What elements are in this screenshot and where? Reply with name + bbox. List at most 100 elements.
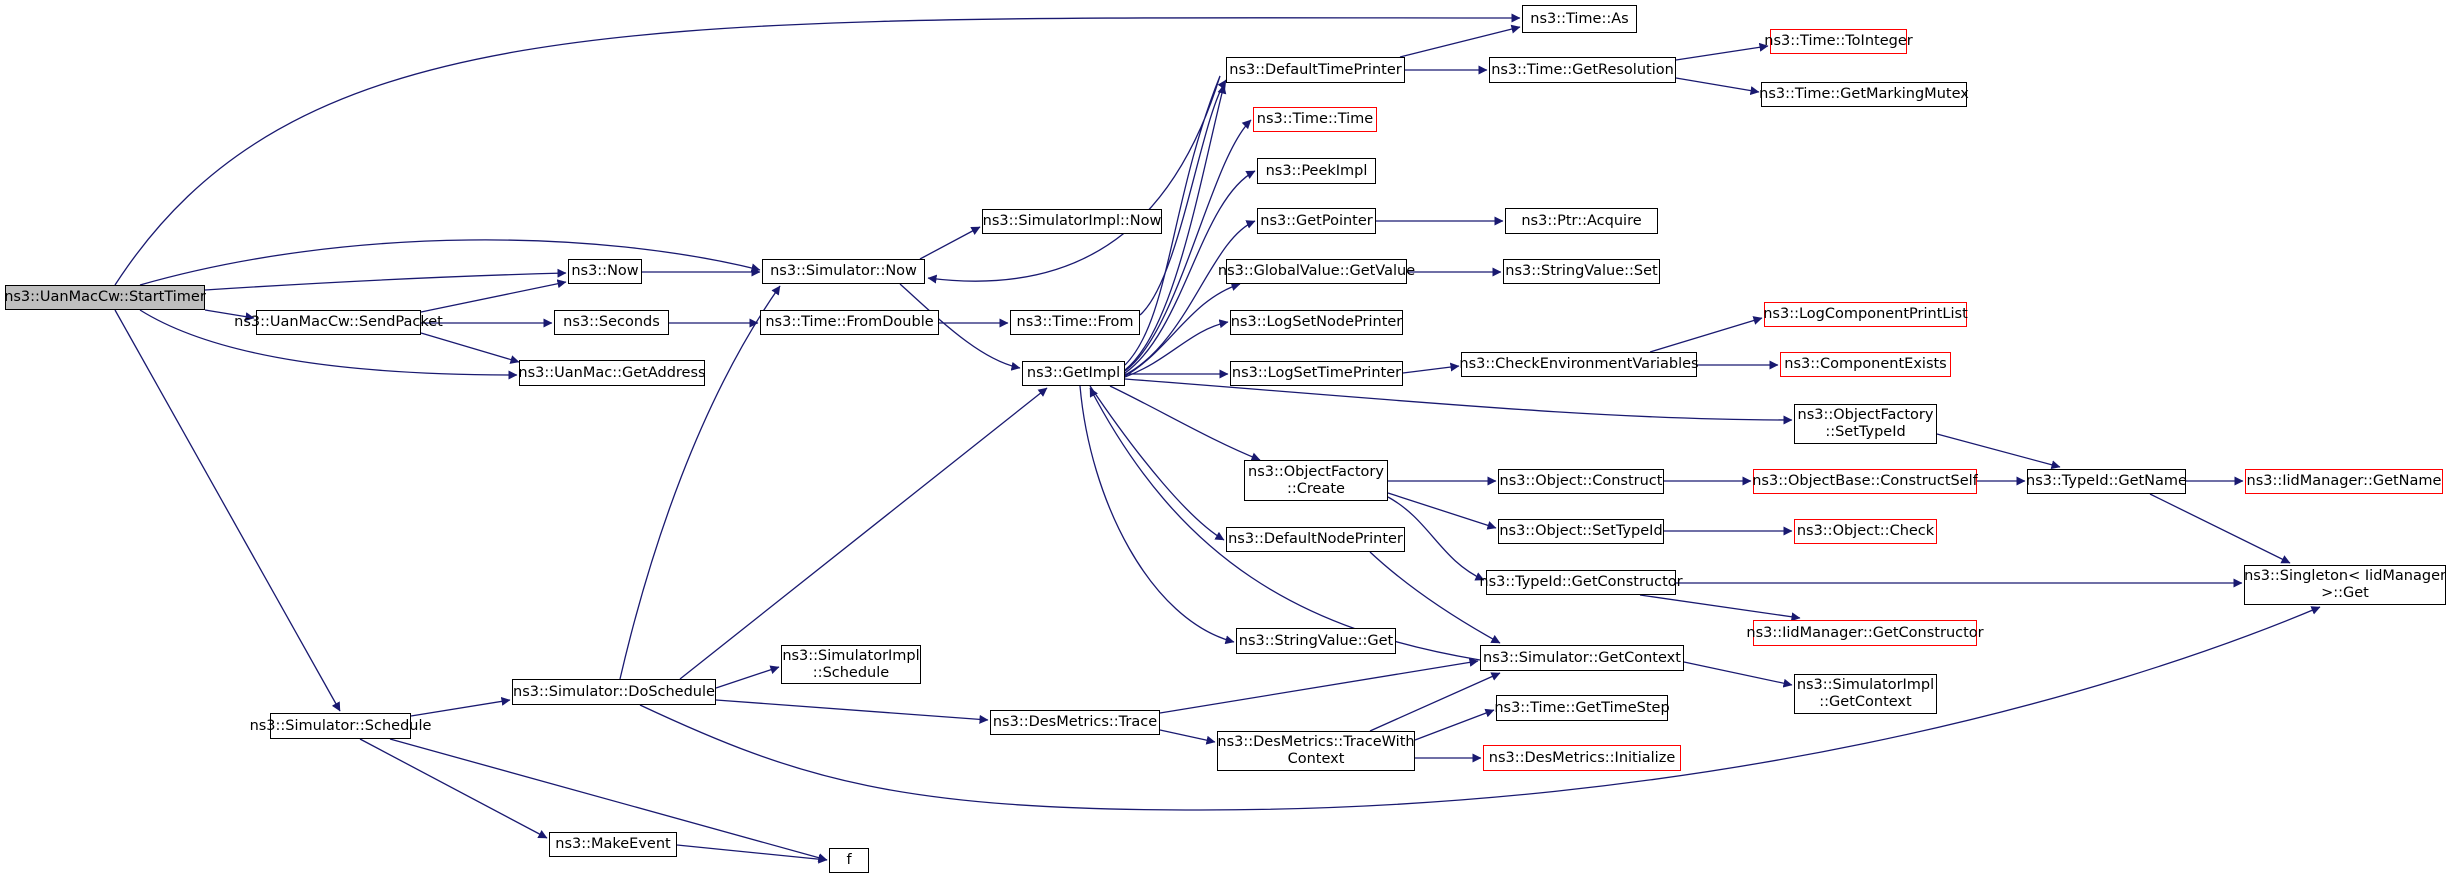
edge-type-id-get-name-to-singleton-get: [2149, 493, 2291, 564]
node-object-factory-create[interactable]: ns3::ObjectFactory::Create: [1244, 460, 1388, 501]
node-string-value-get[interactable]: ns3::StringValue::Get: [1236, 628, 1396, 654]
node-component-exists[interactable]: ns3::ComponentExists: [1780, 352, 1951, 377]
node-label: ns3::Time::As: [1530, 10, 1629, 27]
node-time-from[interactable]: ns3::Time::From: [1010, 310, 1140, 335]
edge-simulator-get-context-to-get-impl: [1089, 387, 1481, 661]
node-time-from-double[interactable]: ns3::Time::FromDouble: [760, 310, 939, 335]
edge-get-impl-to-global-value-get-value: [1124, 282, 1241, 377]
node-time-get-time-step[interactable]: ns3::Time::GetTimeStep: [1494, 695, 1670, 721]
node-simulator-impl-now[interactable]: ns3::SimulatorImpl::Now: [982, 209, 1162, 234]
node-get-impl[interactable]: ns3::GetImpl: [1022, 361, 1125, 386]
node-time-time[interactable]: ns3::Time::Time: [1253, 107, 1377, 132]
node-object-check[interactable]: ns3::Object::Check: [1794, 519, 1937, 544]
node-now[interactable]: ns3::Now: [568, 259, 642, 284]
node-type-id-get-name[interactable]: ns3::TypeId::GetName: [2026, 469, 2187, 494]
node-simulator-impl-schedule[interactable]: ns3::SimulatorImpl::Schedule: [781, 645, 921, 684]
node-make-event[interactable]: ns3::MakeEvent: [549, 832, 677, 857]
node-log-component-print-list[interactable]: ns3::LogComponentPrintList: [1763, 302, 1968, 327]
node-time-get-marking-mutex[interactable]: ns3::Time::GetMarkingMutex: [1759, 82, 1969, 107]
node-label: ns3::IidManager::GetConstructor: [1746, 624, 1984, 641]
edge-simulator-do-schedule-to-get-impl: [679, 387, 1048, 680]
node-global-value-get-value[interactable]: ns3::GlobalValue::GetValue: [1218, 259, 1415, 284]
edge-send-packet-to-now: [420, 279, 567, 313]
node-object-set-type-id[interactable]: ns3::Object::SetTypeId: [1498, 519, 1664, 544]
node-label: ns3::ObjectFactory: [1248, 463, 1384, 480]
node-label: ns3::DesMetrics::TraceWith: [1217, 734, 1415, 750]
node-get-address[interactable]: ns3::UanMac::GetAddress: [518, 360, 706, 386]
node-label: ns3::StringValue::Set: [1505, 263, 1658, 279]
node-time-to-integer[interactable]: ns3::Time::ToInteger: [1764, 29, 1913, 54]
edge-log-set-time-printer-to-check-environment-variables: [1402, 362, 1460, 374]
node-default-node-printer[interactable]: ns3::DefaultNodePrinter: [1226, 527, 1405, 552]
node-send-packet[interactable]: ns3::UanMacCw::SendPacket: [234, 310, 443, 335]
edge-start-timer-to-send-packet: [204, 309, 255, 322]
node-label: ns3::TypeId::GetConstructor: [1479, 574, 1683, 590]
node-time-get-resolution[interactable]: ns3::Time::GetResolution: [1489, 57, 1676, 83]
edge-default-node-printer-to-simulator-get-context: [1369, 551, 1501, 644]
edge-get-impl-to-default-node-printer: [1089, 385, 1225, 541]
node-label: ns3::Simulator::Schedule: [249, 717, 432, 734]
node-label: ns3::DefaultTimePrinter: [1229, 61, 1402, 78]
node-iid-manager-get-constructor[interactable]: ns3::IidManager::GetConstructor: [1746, 620, 1984, 646]
node-label: ns3::Object::SetTypeId: [1499, 523, 1663, 539]
edge-object-factory-create-to-type-id-get-constructor: [1387, 496, 1485, 581]
node-simulator-do-schedule[interactable]: ns3::Simulator::DoSchedule: [512, 679, 716, 705]
node-log-set-time-printer[interactable]: ns3::LogSetTimePrinter: [1230, 361, 1403, 386]
node-log-set-node-printer[interactable]: ns3::LogSetNodePrinter: [1230, 310, 1403, 335]
edge-des-metrics-trace-to-des-metrics-trace-with-context: [1159, 729, 1216, 745]
node-label: ::Create: [1287, 480, 1345, 497]
edge-time-get-resolution-to-time-get-marking-mutex: [1675, 77, 1760, 96]
node-des-metrics-trace[interactable]: ns3::DesMetrics::Trace: [990, 710, 1160, 735]
edge-get-impl-to-object-factory-create: [1109, 385, 1261, 462]
node-f[interactable]: f: [829, 848, 869, 873]
node-type-id-get-constructor[interactable]: ns3::TypeId::GetConstructor: [1479, 570, 1683, 595]
node-label: ns3::Time::GetTimeStep: [1494, 699, 1670, 716]
node-label: ns3::CheckEnvironmentVariables: [1459, 356, 1699, 372]
edge-simulator-do-schedule-to-simulator-now: [619, 285, 781, 680]
node-time-as[interactable]: ns3::Time::As: [1522, 5, 1637, 33]
node-object-factory-set-type-id[interactable]: ns3::ObjectFactory::SetTypeId: [1794, 404, 1937, 444]
node-des-metrics-initialize[interactable]: ns3::DesMetrics::Initialize: [1483, 745, 1681, 771]
node-label: ns3::SimulatorImpl: [1796, 677, 1935, 693]
node-label: ns3::Simulator::GetContext: [1483, 649, 1681, 666]
edge-start-timer-to-time-as: [114, 13, 1521, 286]
node-label: ns3::Time::Time: [1256, 111, 1374, 127]
node-singleton-get[interactable]: ns3::Singleton< IidManager>::Get: [2244, 565, 2446, 605]
node-label: >::Get: [2321, 585, 2369, 601]
node-simulator-impl-get-context[interactable]: ns3::SimulatorImpl::GetContext: [1794, 674, 1937, 714]
edge-type-id-get-constructor-to-iid-manager-get-constructor: [1639, 594, 1801, 622]
node-label: f: [846, 852, 852, 868]
node-label: ns3::ComponentExists: [1784, 356, 1947, 372]
edge-des-metrics-trace-to-simulator-get-context: [1159, 657, 1479, 714]
node-default-time-printer[interactable]: ns3::DefaultTimePrinter: [1226, 57, 1405, 83]
node-seconds[interactable]: ns3::Seconds: [554, 310, 669, 335]
node-label: ns3::GetPointer: [1260, 212, 1373, 229]
edge-get-impl-to-time-time: [1124, 119, 1252, 372]
node-iid-manager-get-name[interactable]: ns3::IidManager::GetName: [2245, 469, 2443, 494]
node-label: ns3::StringValue::Get: [1238, 632, 1394, 649]
node-peek-impl[interactable]: ns3::PeekImpl: [1257, 158, 1376, 184]
node-label: ns3::TypeId::GetName: [2026, 473, 2187, 489]
edge-get-impl-to-peek-impl: [1124, 170, 1256, 374]
node-simulator-get-context[interactable]: ns3::Simulator::GetContext: [1480, 645, 1684, 671]
node-get-pointer[interactable]: ns3::GetPointer: [1257, 208, 1376, 234]
edge-start-timer-to-simulator-now: [139, 239, 761, 286]
node-object-construct[interactable]: ns3::Object::Construct: [1498, 469, 1664, 494]
node-ptr-acquire[interactable]: ns3::Ptr::Acquire: [1505, 208, 1658, 234]
node-label: ns3::PeekImpl: [1265, 162, 1368, 179]
edge-simulator-get-context-to-simulator-impl-get-context: [1683, 661, 1793, 688]
node-simulator-now[interactable]: ns3::Simulator::Now: [762, 259, 925, 284]
node-label: ns3::GlobalValue::GetValue: [1217, 263, 1416, 279]
edge-simulator-do-schedule-to-des-metrics-trace: [715, 699, 989, 724]
node-simulator-schedule[interactable]: ns3::Simulator::Schedule: [250, 713, 431, 739]
node-string-value-set[interactable]: ns3::StringValue::Set: [1503, 259, 1660, 284]
node-start-timer[interactable]: ns3::UanMacCw::StartTimer: [4, 285, 206, 310]
node-check-environment-variables[interactable]: ns3::CheckEnvironmentVariables: [1459, 352, 1699, 377]
node-label: ::SetTypeId: [1825, 424, 1906, 440]
node-object-base-construct-self[interactable]: ns3::ObjectBase::ConstructSelf: [1752, 469, 1978, 494]
edge-object-factory-set-type-id-to-type-id-get-name: [1936, 433, 2061, 470]
edge-simulator-do-schedule-to-singleton-get: [639, 606, 2321, 811]
